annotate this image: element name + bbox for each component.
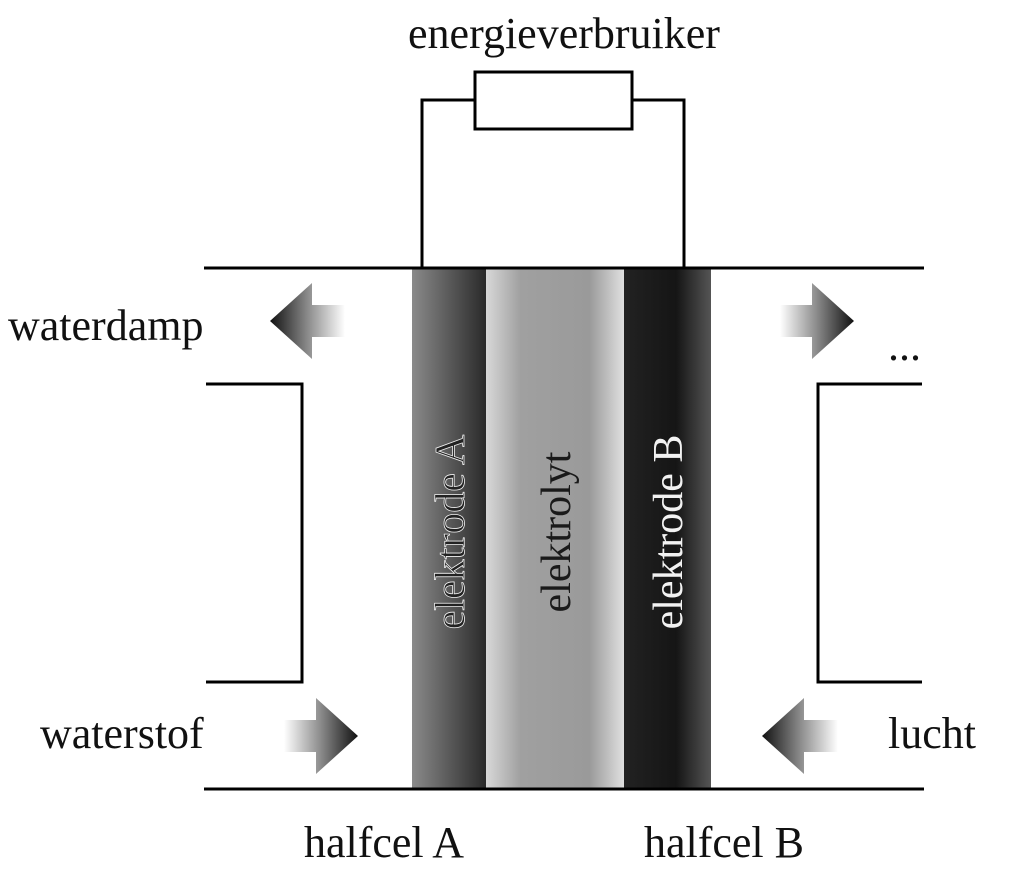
half-cell-a-label: halfcel A xyxy=(304,818,464,867)
electrode-b-label: elektrode B xyxy=(646,435,692,630)
water-vapour-label: waterdamp xyxy=(8,301,203,350)
air-side-out-arrow-icon xyxy=(780,283,854,359)
hydrogen-in-arrow-icon xyxy=(284,698,358,774)
load-resistor xyxy=(473,70,634,131)
circuit-wire-left xyxy=(420,98,475,268)
hydrogen-label: waterstof xyxy=(40,709,204,758)
electrolyte-label: elektrolyt xyxy=(534,451,580,612)
air-in-arrow-icon xyxy=(762,698,838,774)
cell-housing xyxy=(204,266,924,791)
water-vapour-out-arrow-icon xyxy=(270,283,345,359)
electrode-b-layer xyxy=(624,268,711,789)
half-cell-a-wall xyxy=(206,382,304,684)
external-circuit xyxy=(420,70,686,268)
electrode-a-layer xyxy=(412,268,486,789)
load-label: energieverbruiker xyxy=(408,9,720,58)
outlet-right-label: ... xyxy=(888,321,921,370)
circuit-wire-right xyxy=(632,98,686,268)
half-cell-b-label: halfcel B xyxy=(644,818,804,867)
half-cell-b-wall xyxy=(816,382,922,684)
electrolyte-layer xyxy=(486,268,624,789)
air-label: lucht xyxy=(888,709,976,758)
electrode-a-label: elektrode A xyxy=(428,434,474,629)
